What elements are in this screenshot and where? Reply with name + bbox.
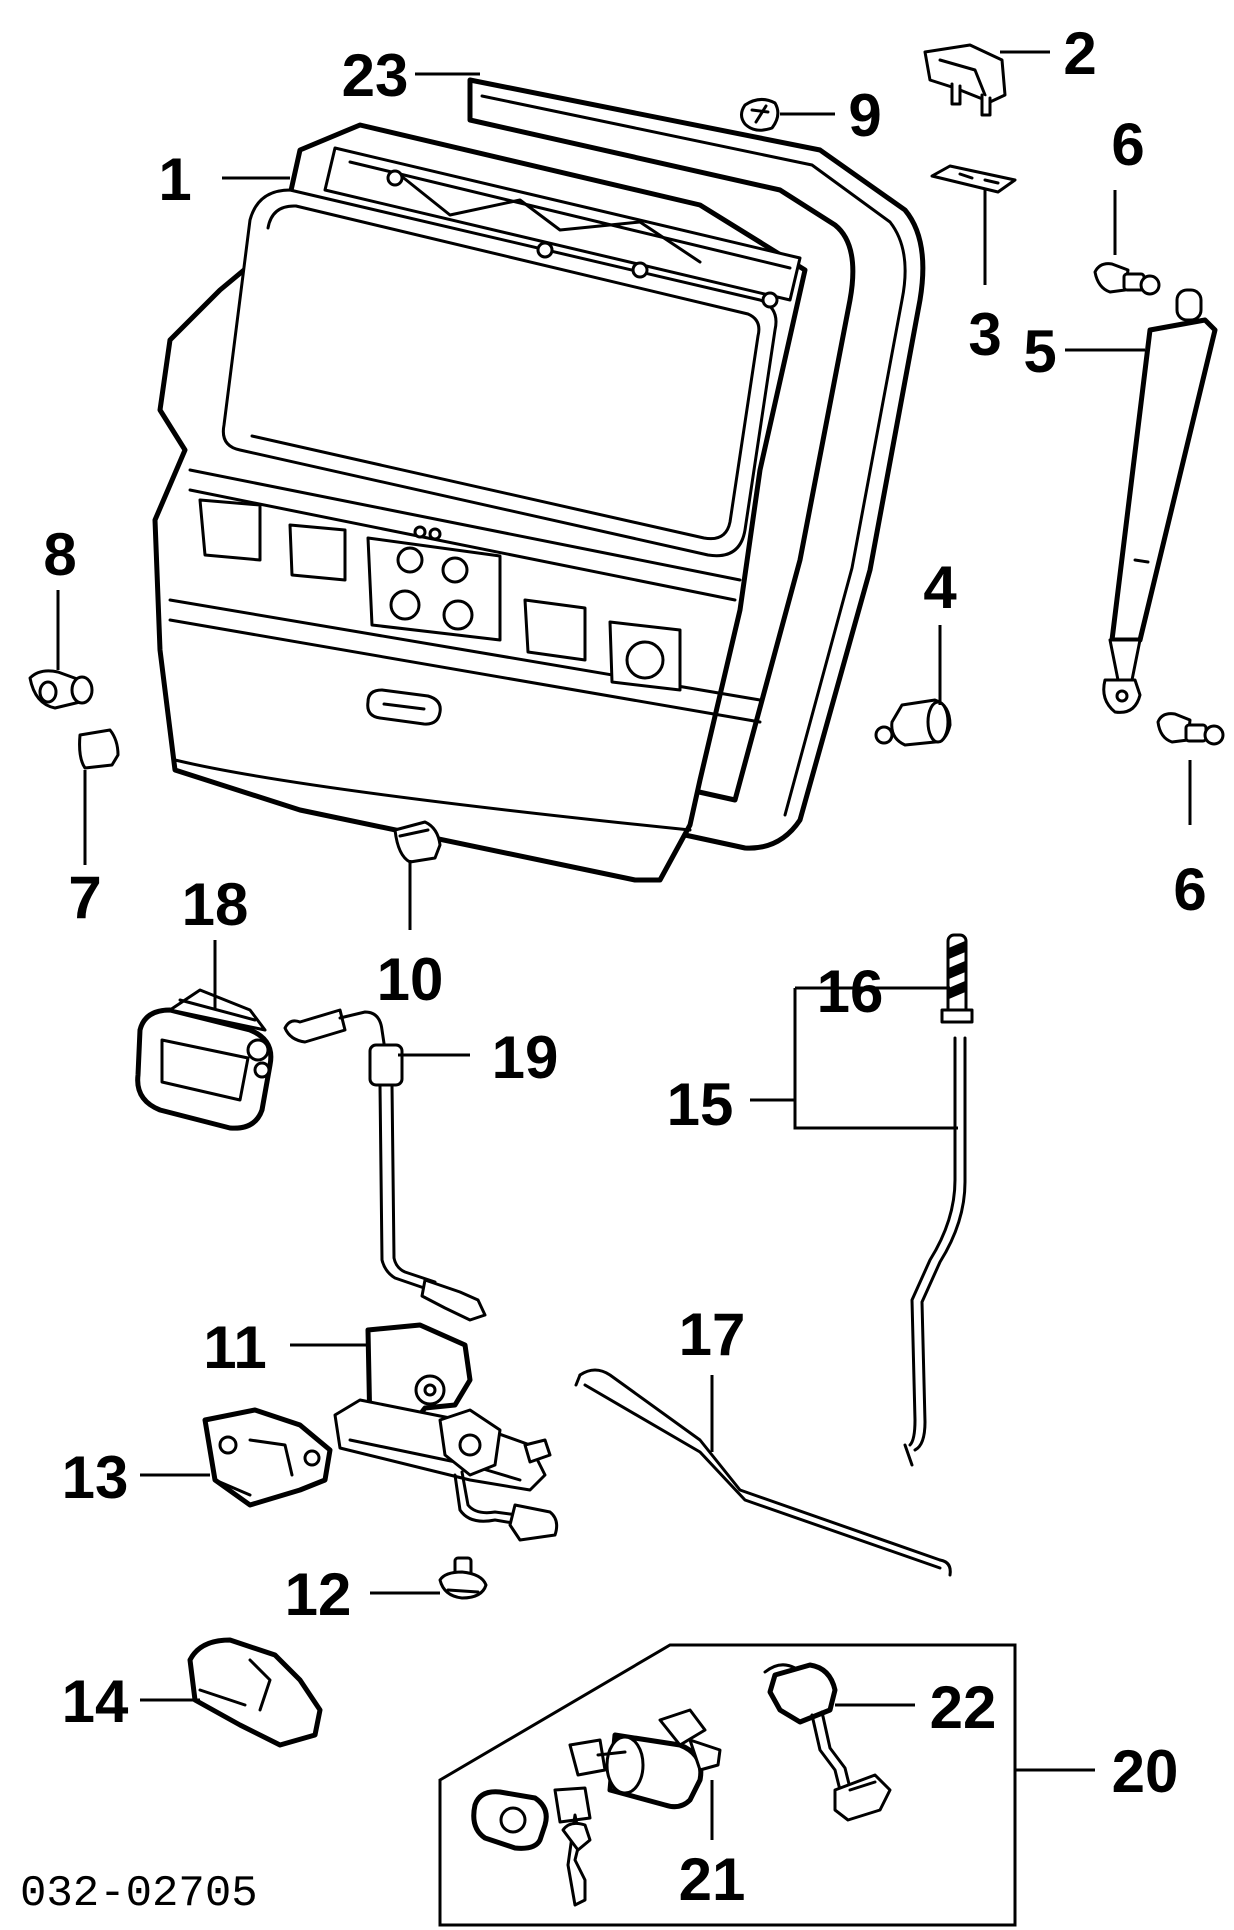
part-21-lock-cylinder [471, 1708, 722, 1907]
part-22-switch-harness [763, 1662, 892, 1822]
callout-10: 10 [377, 946, 444, 1013]
part-13-striker [202, 1407, 333, 1508]
part-11-latch-assembly [333, 1322, 559, 1542]
document-id: 032-02705 [20, 1869, 258, 1919]
part-2-hinge [923, 43, 1007, 117]
part-6-ball-stud-lower [1156, 712, 1225, 746]
callout-8: 8 [43, 521, 76, 588]
part-14-guide [187, 1637, 323, 1748]
callout-12: 12 [285, 1561, 352, 1628]
part-1-tailgate [152, 122, 808, 883]
part-8-plug [28, 669, 94, 710]
part-3-hinge-plate [930, 164, 1017, 194]
part-7-cap [78, 728, 120, 770]
callout-labels: 1 23 9 2 3 6 5 4 6 8 7 10 18 19 16 15 17… [43, 20, 1206, 1913]
callout-7: 7 [68, 864, 101, 931]
callout-11: 11 [203, 1314, 266, 1381]
callout-14: 14 [62, 1668, 129, 1735]
part-23-weatherstrip [467, 77, 926, 851]
part-5-gas-strut [1102, 288, 1218, 714]
callout-21: 21 [679, 1846, 746, 1913]
part-12-fastener [438, 1556, 488, 1600]
callout-18: 18 [182, 871, 249, 938]
part-9-nut [740, 98, 780, 132]
part-20-cylinder-kit-box [438, 1643, 1017, 1927]
callout-13: 13 [62, 1444, 129, 1511]
callout-19: 19 [492, 1024, 559, 1091]
part-19-cable-rod [283, 1008, 487, 1322]
callout-5: 5 [1023, 318, 1056, 385]
part-4-bumper-stopper [874, 698, 952, 747]
callout-3: 3 [968, 301, 1001, 368]
callout-1: 1 [158, 146, 191, 213]
part-10-clip [393, 820, 442, 864]
callout-16: 16 [817, 958, 884, 1025]
callout-2: 2 [1063, 20, 1096, 87]
part-15-lock-rod [903, 1036, 967, 1467]
part-17-latch-rod [574, 1368, 952, 1577]
callout-9: 9 [848, 82, 881, 149]
callout-15: 15 [667, 1071, 734, 1138]
callout-6-lower: 6 [1173, 856, 1206, 923]
part-16-lock-knob [940, 933, 974, 1024]
callout-6-upper: 6 [1111, 111, 1144, 178]
callout-20: 20 [1112, 1738, 1179, 1805]
callout-4: 4 [923, 554, 957, 621]
callout-17: 17 [679, 1301, 746, 1368]
callout-23: 23 [342, 42, 409, 109]
part-6-ball-stud-upper [1093, 262, 1161, 296]
callout-22: 22 [930, 1674, 997, 1741]
leader-lines [56, 50, 1192, 1840]
part-18-outer-handle [135, 988, 274, 1131]
